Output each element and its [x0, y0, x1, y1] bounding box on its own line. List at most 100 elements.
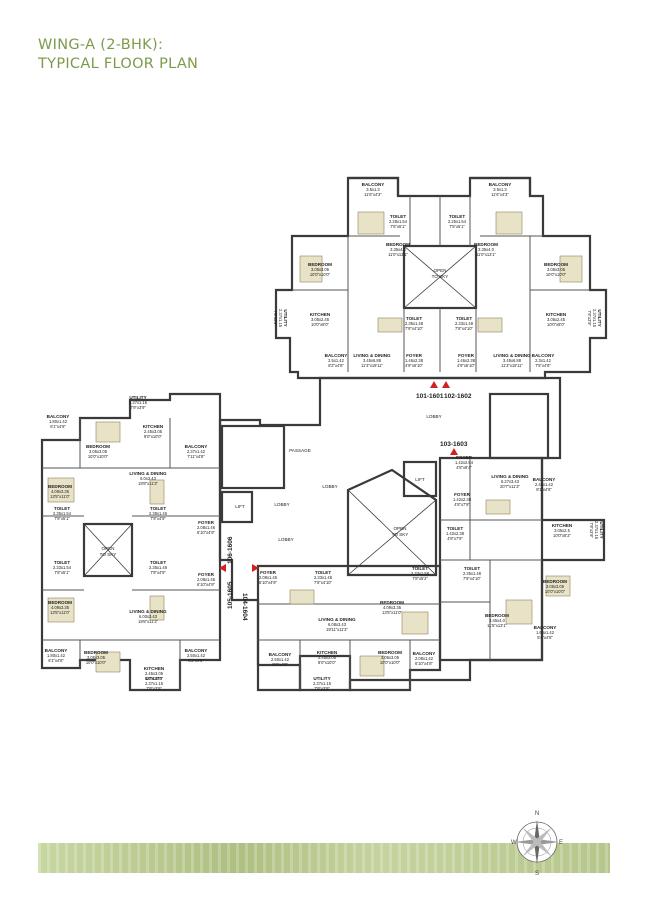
lobby-right-label: LOBBY — [426, 414, 441, 419]
room-dim: 1.65x1.42 — [536, 630, 555, 635]
room-dim: 3.05x3.05 — [381, 655, 400, 660]
room-dim: 3.35x4.0 — [390, 247, 406, 252]
passage-label: PASSAGE — [289, 448, 311, 453]
top-right-balcony — [470, 176, 532, 196]
room-name: BALCONY — [325, 353, 348, 358]
room-name: KITCHEN — [546, 312, 567, 317]
room-dim: 2.35x1.46 — [149, 565, 168, 570]
room-ft: 7'9"x3'9" — [314, 686, 330, 691]
room-ft: 19'8"x11'3" — [138, 619, 158, 624]
room-dim: 3.05x3.05 — [89, 449, 108, 454]
room-dim: 3.05x3.05 — [546, 584, 565, 589]
lift-left-shaft — [220, 490, 254, 524]
room-name: KITCHEN — [552, 523, 573, 528]
room-name: TOILET — [150, 506, 166, 511]
page-title-line-2: TYPICAL FLOOR PLAN — [38, 56, 199, 72]
room-ft: 7'9"x3'9" — [589, 522, 594, 538]
room-name: KITCHEN — [144, 666, 165, 671]
room-dim: 2.33x1.48 — [314, 575, 333, 580]
right-block-outline — [438, 456, 544, 662]
room-dim: 2.50x1.42 — [187, 653, 206, 658]
room-dim: 1.42x2.38 — [453, 497, 472, 502]
room-name: BEDROOM — [378, 650, 402, 655]
room-dim: 2.37x1.15 — [129, 400, 148, 405]
room-dim: 3.05x2.45 — [547, 317, 566, 322]
room-name: UTILITY — [313, 676, 330, 681]
room-ft: 11'5"x13'1" — [487, 623, 507, 628]
room-dim: 6.00x3.43 — [139, 614, 158, 619]
otts-center-line1: OPEN — [393, 526, 406, 531]
core-outline — [218, 376, 606, 692]
center-shaft-diag-1 — [347, 489, 437, 576]
room-ft: 4'8"x8'4" — [456, 465, 472, 470]
left-open-to-sky-shaft — [82, 522, 134, 578]
room-dim: 2.25x1.54 — [448, 219, 467, 224]
room-ft: 8'0"x10'0" — [318, 660, 336, 665]
room-name: KITCHEN — [143, 424, 164, 429]
room-name: BEDROOM — [48, 484, 72, 489]
room-dim: 2.37x1.15 — [313, 681, 332, 686]
room-dim: 3.05x3.05 — [311, 267, 330, 272]
room-dim: 2.08x1.42 — [415, 656, 434, 661]
room-dim: 4.09x3.35 — [383, 605, 402, 610]
room-dim: 2.5x1.42 — [328, 358, 344, 363]
room-ft: 7'8"x5'1" — [54, 570, 70, 575]
room-name: UTILITY — [599, 521, 604, 538]
room-dim: 2.35x1.48 — [463, 571, 482, 576]
room-ft: 7'9"x3'9" — [146, 686, 162, 691]
room-name: UTILITY — [597, 309, 602, 326]
flat-label-105: 105-1605 — [227, 581, 234, 609]
room-name: BALCONY — [532, 353, 555, 358]
bed-top-left — [357, 211, 385, 235]
room-ft: 10'0"x10'0" — [310, 272, 331, 277]
band-texture — [38, 843, 610, 873]
room-ft: 4'9"x6'10" — [405, 363, 423, 368]
bed-left-kitchen-bottom — [95, 651, 121, 673]
room-ft: 11'3"x19'11" — [501, 363, 523, 368]
room-dim: 2.08x1.46 — [259, 575, 278, 580]
room-dim: 2.37x1.15 — [278, 309, 283, 328]
room-ft: 19'11"x11'3" — [326, 627, 348, 632]
room-dim: 1.80x1.42 — [49, 419, 68, 424]
room-ft: 7'8"x4'10" — [314, 580, 332, 585]
room-ft: 7'9"x4'9" — [150, 516, 166, 521]
furniture — [47, 211, 583, 677]
room-ft: 8'1"x4'8" — [536, 487, 552, 492]
room-dim: 2.37x1.15 — [592, 309, 597, 328]
stair-core — [220, 424, 286, 490]
flat-label-103: 103-1603 — [440, 441, 468, 448]
compass-s: S — [535, 871, 539, 877]
room-name: FOYER — [198, 572, 215, 577]
otts-left-line1: OPEN — [101, 546, 114, 551]
room-ft: 7'9"x3'9" — [130, 405, 146, 410]
room-dim: 4.09x3.35 — [51, 489, 70, 494]
room-name: KITCHEN — [310, 312, 331, 317]
bed-left-bottom — [47, 597, 75, 623]
room-dim: 3.05x2.5 — [554, 528, 570, 533]
room-name: BALCONY — [185, 444, 208, 449]
bed-top-far-right — [559, 255, 583, 283]
